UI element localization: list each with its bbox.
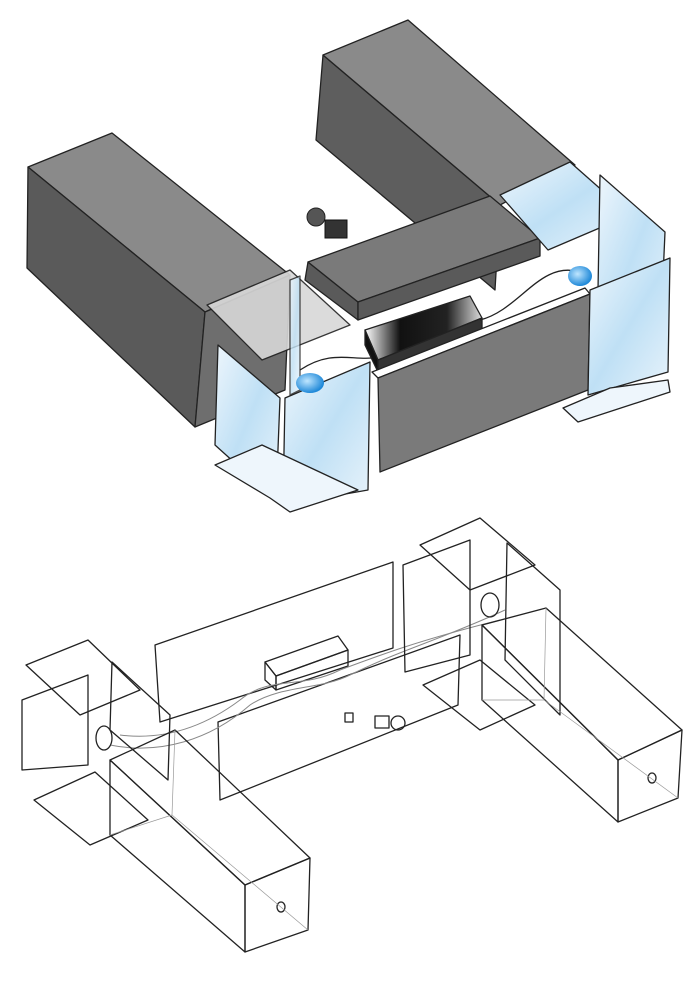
left-frame-wire	[21, 639, 171, 846]
center-slab	[304, 195, 541, 321]
right-glass-assembly	[499, 161, 671, 423]
cable	[109, 609, 506, 749]
light-fixture-icon	[296, 373, 324, 393]
control-box-wire	[264, 635, 349, 691]
cable	[119, 619, 501, 737]
camera-icon	[344, 712, 406, 731]
right-pillar-wire	[481, 607, 683, 823]
cable	[299, 269, 581, 371]
light-fixture-icon	[568, 266, 592, 286]
camera-icon	[306, 207, 348, 239]
right-frame-wire	[402, 517, 561, 731]
left-pillar-wire	[109, 729, 311, 953]
front-panel-wire	[217, 634, 461, 801]
left-glass-assembly	[206, 269, 371, 513]
shaded-view	[26, 19, 671, 513]
back-panel-wire	[154, 561, 394, 723]
wireframe-view	[21, 517, 683, 953]
